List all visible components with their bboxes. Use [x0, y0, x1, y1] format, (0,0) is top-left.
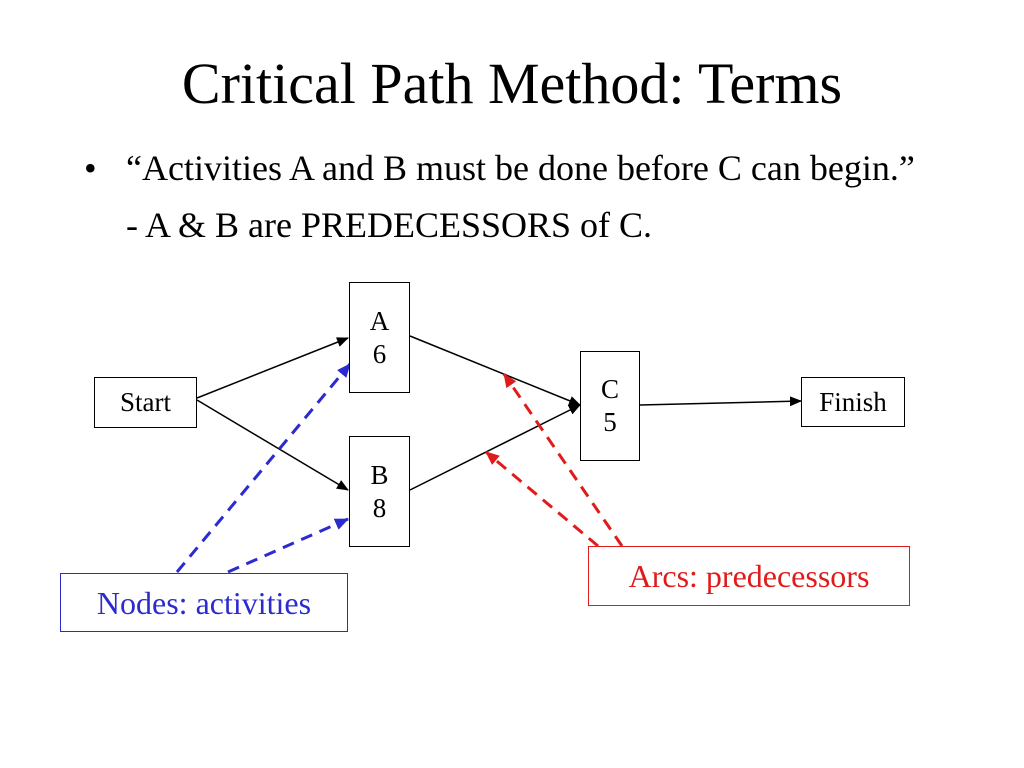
node-start-label: Start	[120, 387, 171, 417]
node-finish-label: Finish	[819, 386, 887, 417]
callout-nodes-text: Nodes: activities	[96, 584, 312, 621]
node-finish: Finish	[801, 377, 905, 427]
bullet-item: • “Activities A and B must be done befor…	[84, 140, 924, 254]
slide-title: Critical Path Method: Terms	[181, 51, 843, 116]
pointer-arcs-to-ac	[502, 373, 624, 547]
arc-a-c	[409, 335, 581, 406]
pointer-nodes-to-b	[227, 517, 349, 574]
callout-arcs-text: Arcs: predecessors	[628, 558, 870, 594]
arc-b-c	[409, 404, 581, 491]
pointer-nodes-to-a	[175, 363, 352, 573]
pointer-arcs-to-bc	[485, 450, 599, 548]
node-a-label: A	[369, 305, 390, 336]
node-c: C 5	[580, 351, 640, 461]
node-c-label: C	[600, 374, 619, 404]
bullet-text: “Activities A and B must be done before …	[126, 148, 915, 245]
arc-start-a	[196, 337, 349, 399]
arc-c-finish	[639, 396, 802, 407]
node-start: Start	[94, 377, 197, 428]
node-b-duration: 8	[372, 492, 387, 523]
node-b: B 8	[349, 436, 410, 547]
node-b-label: B	[370, 459, 389, 490]
node-a: A 6	[349, 282, 410, 393]
callout-arcs: Arcs: predecessors	[588, 546, 910, 606]
callout-nodes: Nodes: activities	[60, 573, 348, 632]
bullet-glyph: •	[84, 148, 97, 188]
node-a-duration: 6	[372, 338, 387, 369]
arc-start-b	[196, 399, 349, 491]
node-c-duration: 5	[603, 407, 617, 437]
